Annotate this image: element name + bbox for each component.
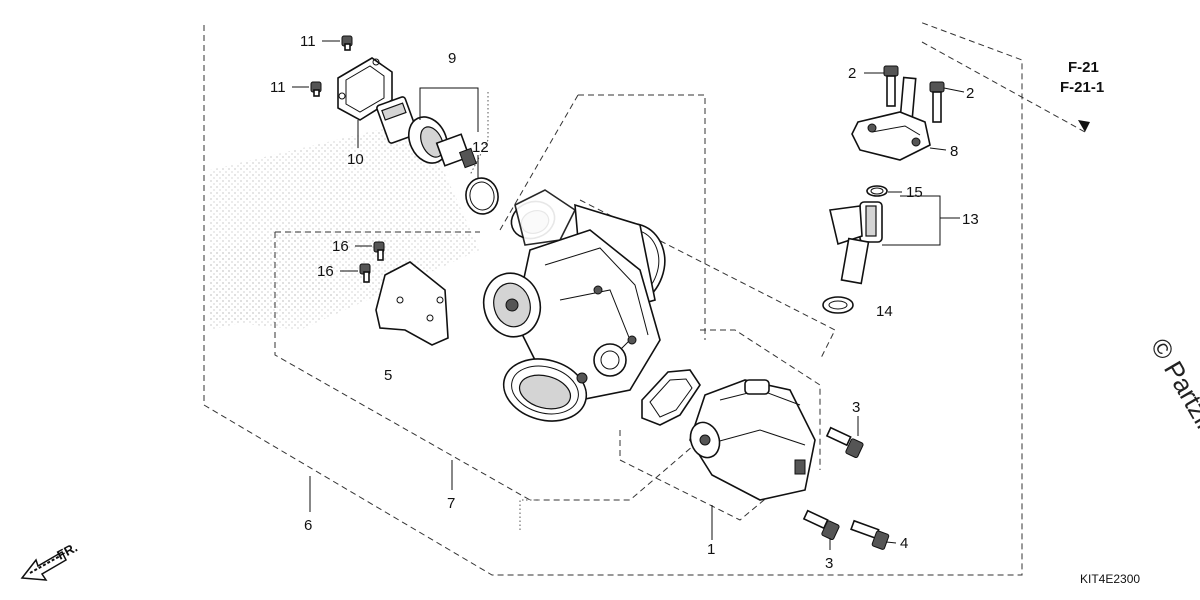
page-references: F-21 F-21-1 (1060, 59, 1104, 96)
o-ring-12 (465, 177, 499, 215)
seal-14 (822, 296, 854, 314)
callout-4: 4 (900, 535, 908, 552)
callout-10: 10 (347, 151, 364, 168)
callout-16-top: 16 (332, 238, 349, 255)
callout-13: 13 (962, 211, 979, 228)
callout-15: 15 (906, 184, 923, 201)
callout-5: 5 (384, 367, 392, 384)
screw-11-top (341, 35, 353, 51)
callout-7: 7 (447, 495, 455, 512)
callout-2-right: 2 (966, 85, 974, 102)
throttle-sensor-unit (689, 379, 816, 501)
callout-9: 9 (448, 50, 456, 67)
fuel-pipe-joint-8 (851, 76, 931, 161)
callout-11-top: 11 (300, 33, 316, 50)
leader-lines (292, 40, 965, 550)
throttle-body-main (482, 189, 666, 422)
callout-14: 14 (876, 303, 893, 320)
screw-3-top (825, 426, 864, 459)
sensor-gasket (641, 369, 701, 426)
bolt-2-right (929, 81, 945, 123)
callout-numbers: 11 11 9 10 12 16 16 5 7 6 1 3 3 4 2 2 8 … (270, 33, 979, 572)
callout-8: 8 (950, 143, 958, 160)
screw-11-left (310, 81, 322, 97)
callout-6: 6 (304, 517, 312, 534)
screw-3-bottom (802, 509, 840, 541)
bracket-5 (375, 261, 449, 346)
group-outline-7 (274, 231, 701, 501)
callout-3-top: 3 (852, 399, 860, 416)
callout-2-left: 2 (848, 65, 856, 82)
callout-3-bottom: 3 (825, 555, 833, 572)
callout-16-bottom: 16 (317, 263, 334, 280)
o-ring-15 (866, 185, 888, 197)
fuel-injector-13 (829, 201, 883, 285)
bolt-2-left (883, 65, 899, 107)
screw-4 (850, 519, 890, 550)
reference-f21[interactable]: F-21 (1068, 59, 1099, 76)
callout-11-left: 11 (270, 79, 286, 96)
copyright-watermark: © Partzilla (1145, 333, 1200, 451)
screw-16-bottom (359, 263, 371, 283)
screw-16-top (373, 241, 385, 261)
diagram-code: KIT4E2300 (1080, 572, 1140, 586)
dotted-guide-lines (469, 92, 540, 530)
front-indicator: FR. (20, 540, 80, 581)
callout-12: 12 (472, 139, 489, 156)
group-outline-injector (579, 41, 1090, 361)
callout-1: 1 (707, 541, 715, 558)
idle-air-control-valve-9 (376, 96, 478, 169)
reference-f21-1[interactable]: F-21-1 (1060, 79, 1104, 96)
